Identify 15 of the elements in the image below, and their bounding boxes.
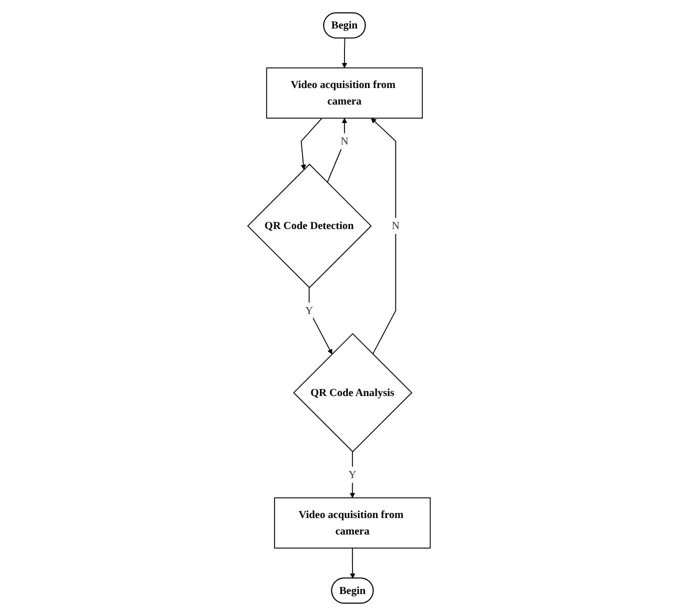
node-diamond: QR Code Detection bbox=[247, 163, 372, 288]
arrow bbox=[326, 117, 348, 182]
arrow bbox=[370, 117, 396, 354]
edge-label: Y bbox=[348, 468, 356, 480]
node-diamond: QR Code Analysis bbox=[293, 332, 412, 452]
node-box: Video acquisition from camera bbox=[274, 496, 431, 548]
arrow bbox=[350, 547, 356, 578]
arrow bbox=[300, 117, 322, 170]
edge-label: N bbox=[340, 134, 348, 146]
edge-label: Y bbox=[305, 304, 314, 316]
arrow bbox=[308, 286, 332, 354]
arrow bbox=[350, 450, 356, 498]
edge-label: N bbox=[392, 219, 400, 232]
arrow bbox=[342, 37, 348, 68]
node-box: Video acquisition from camera bbox=[266, 66, 423, 118]
